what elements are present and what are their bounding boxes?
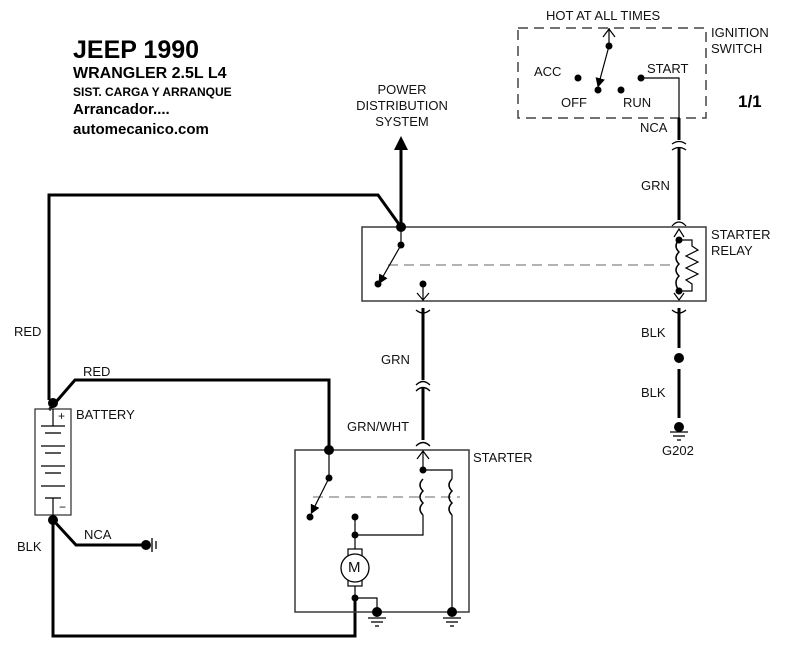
title-system: SIST. CARGA Y ARRANQUE	[73, 85, 232, 99]
starter	[294, 445, 470, 627]
solenoid-arm	[310, 477, 330, 515]
wire-label-nca-ignition: NCA	[640, 120, 668, 135]
page-number: 1/1	[738, 92, 762, 111]
wire-label-blk-battery: BLK	[17, 539, 42, 554]
position-acc-label: ACC	[534, 64, 562, 79]
connector-icon	[671, 146, 687, 151]
start-lead	[641, 77, 680, 118]
connector-icon	[671, 221, 687, 227]
ignition-switch	[517, 27, 707, 119]
battery-label: BATTERY	[76, 407, 135, 422]
wire-relay-to-ground	[670, 308, 688, 441]
wire-label-red-starter: RED	[83, 364, 111, 379]
connector-icon	[415, 441, 431, 447]
starter-relay-label-1: STARTER	[711, 227, 771, 242]
wire-blk-battery-starter	[51, 520, 357, 638]
wire-red-battery-starter	[47, 378, 331, 450]
hold-coil-lead	[423, 469, 453, 479]
wire-red-left	[47, 193, 403, 400]
connector-icon	[416, 450, 430, 460]
position-start-label: START	[647, 61, 689, 76]
power-distribution-label-1: POWER	[377, 82, 427, 97]
arrow-up-icon	[394, 136, 408, 150]
title-model: WRANGLER 2.5L L4	[73, 65, 227, 82]
wire-label-grn-starter: GRN	[381, 352, 410, 367]
wire-label-blk-relay: BLK	[641, 325, 666, 340]
power-distribution-feed	[394, 136, 408, 227]
motor-junction	[351, 531, 359, 539]
connector-icon	[673, 227, 685, 238]
pull-in-coil-icon	[419, 478, 425, 516]
starter-relay-box	[361, 226, 707, 302]
wire-label-red-left: RED	[14, 324, 42, 339]
connector-icon	[415, 386, 431, 392]
starter-motor-icon	[340, 553, 370, 583]
contact-off	[594, 86, 602, 94]
contact-acc	[574, 74, 582, 82]
title-block: JEEP 1990 WRANGLER 2.5L L4 SIST. CARGA Y…	[73, 36, 232, 139]
coil-to-motor-lead	[355, 515, 424, 536]
position-off-label: OFF	[561, 95, 587, 110]
contact-run	[617, 86, 625, 94]
hot-at-all-times-label: HOT AT ALL TIMES	[546, 8, 661, 23]
connector-icon	[671, 140, 687, 145]
wire-label-blk-ground: BLK	[641, 385, 666, 400]
title-subject: Arrancador....	[73, 101, 170, 118]
power-distribution-label-2: DISTRIBUTION	[356, 98, 448, 113]
ground-point	[447, 607, 457, 617]
wire-ignition-to-relay	[671, 118, 687, 227]
relay-coil-icon	[675, 239, 681, 292]
ground-point	[674, 422, 684, 432]
solenoid-contact	[306, 513, 314, 521]
switch-arm	[595, 45, 610, 88]
wire-relay-to-starter	[415, 308, 431, 447]
battery-plus-label: +	[58, 409, 66, 423]
connector-icon	[673, 292, 685, 302]
resistor-icon	[679, 239, 700, 292]
ignition-switch-box	[517, 27, 707, 119]
wire-label-nca-battery: NCA	[84, 527, 112, 542]
starter-relay-label-2: RELAY	[711, 243, 753, 258]
ground-point	[141, 540, 151, 550]
starter-relay	[361, 222, 707, 302]
connector-icon	[416, 292, 430, 301]
relay-arm	[378, 244, 402, 285]
relay-contact	[374, 280, 382, 288]
motor-label: M	[348, 559, 361, 576]
ignition-switch-label-2: SWITCH	[711, 41, 763, 56]
hold-in-coil-icon	[448, 478, 454, 516]
title-website: automecanico.com	[73, 121, 209, 138]
ignition-switch-label-1: IGNITION	[711, 25, 769, 40]
ground-label-g202: G202	[662, 443, 694, 458]
starter-box	[294, 449, 470, 613]
power-distribution-label-3: SYSTEM	[375, 114, 429, 129]
wire-label-grn-relay: GRN	[641, 178, 670, 193]
hot-connector-icon	[602, 28, 616, 38]
ground-point	[372, 607, 382, 617]
splice	[674, 353, 684, 363]
starter-label: STARTER	[473, 450, 533, 465]
title-make-year: JEEP 1990	[73, 36, 200, 64]
position-run-label: RUN	[623, 95, 652, 110]
battery-minus-label: −	[59, 500, 67, 514]
battery-positive-terminal	[48, 398, 58, 408]
connector-icon	[415, 380, 431, 386]
wire-label-grn-wht: GRN/WHT	[347, 419, 410, 434]
wire-nca-battery	[51, 518, 145, 547]
